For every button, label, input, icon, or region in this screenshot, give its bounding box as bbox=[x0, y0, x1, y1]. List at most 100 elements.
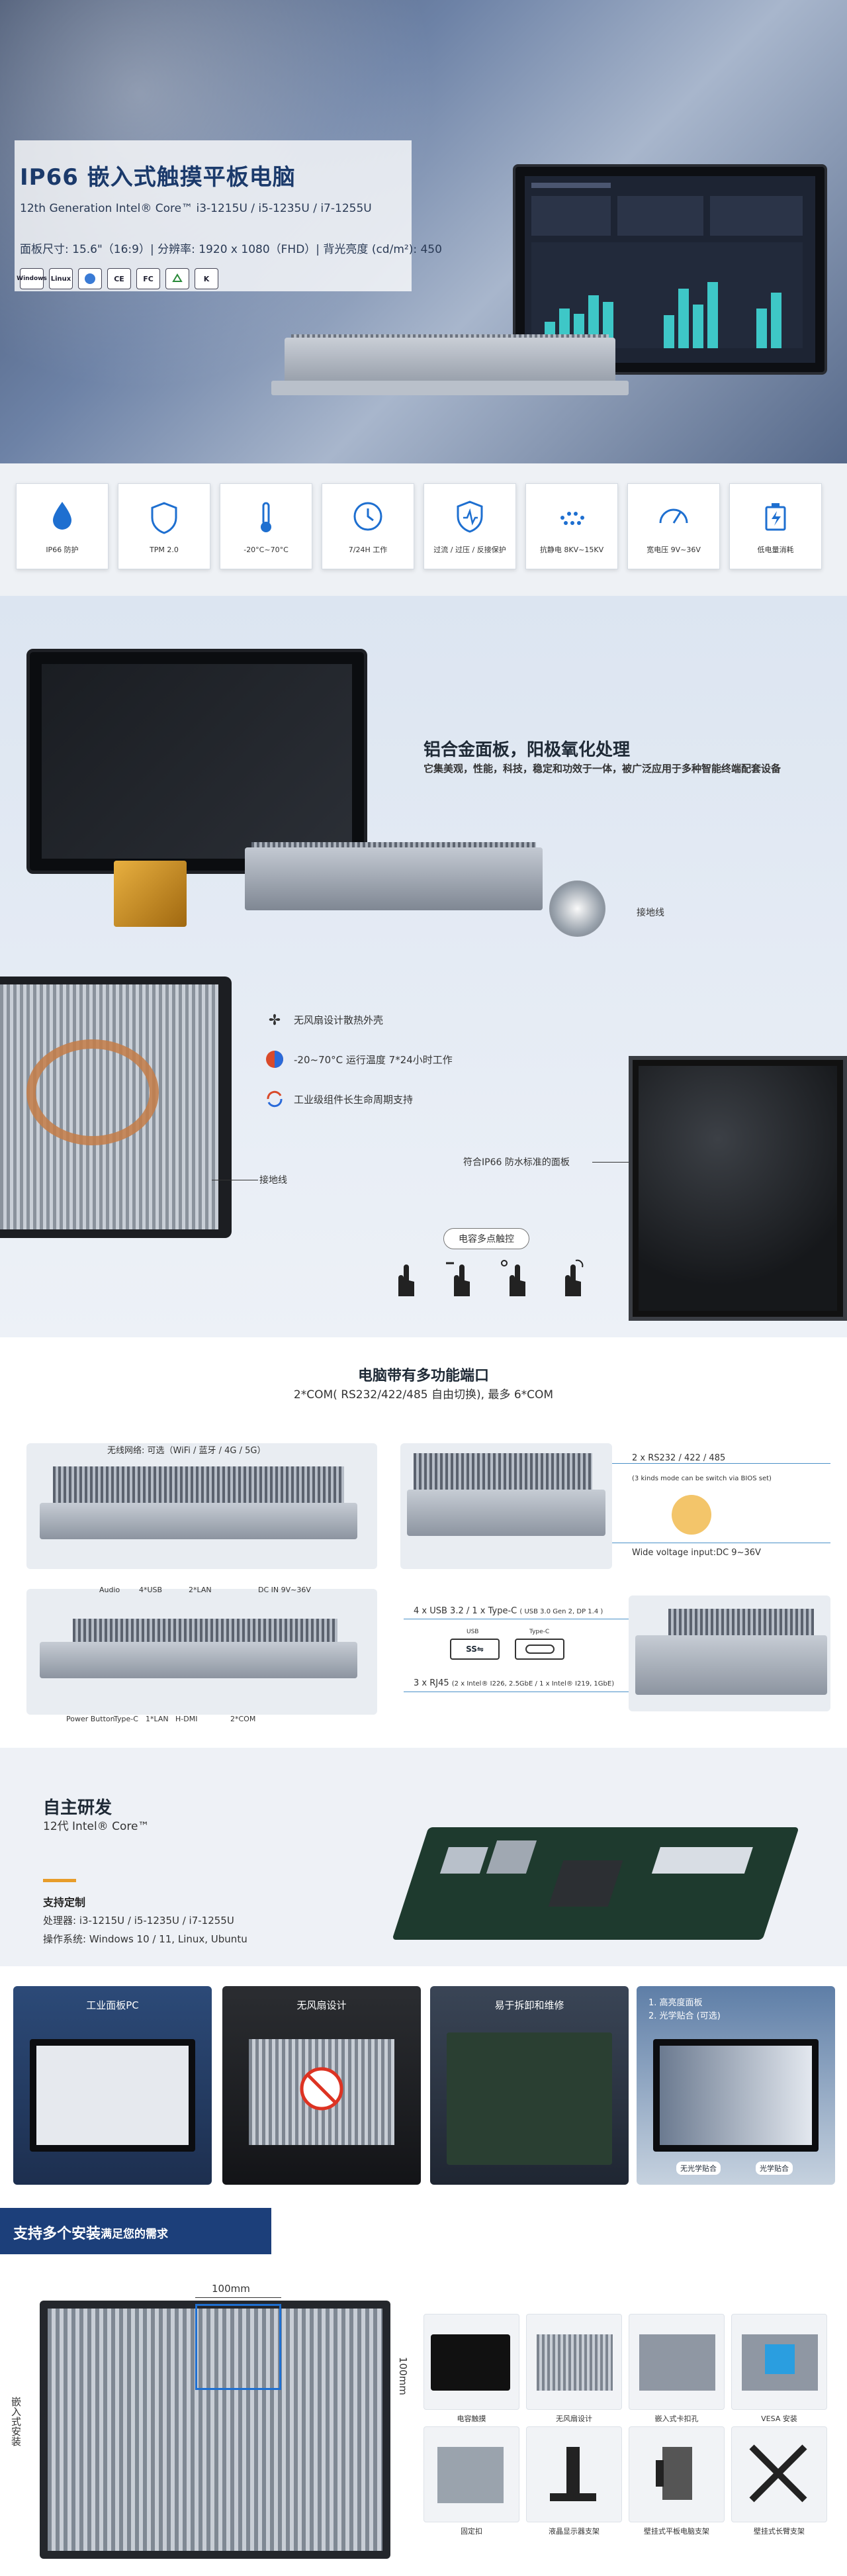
cooling-item-label: 无风扇设计散热外壳 bbox=[294, 1014, 384, 1026]
k-mark-badge: K bbox=[195, 268, 218, 289]
windows-badge: Windows bbox=[17, 268, 47, 289]
cooling-item-fanless: 无风扇设计散热外壳 bbox=[265, 1010, 383, 1029]
card-easy-repair: 易于拆卸和维修 bbox=[430, 1986, 629, 2185]
feature-label: TPM 2.0 bbox=[150, 545, 179, 554]
install-subtitle: 满足您的需求 bbox=[101, 2228, 168, 2241]
battery-icon bbox=[765, 503, 786, 531]
rd-os: 操作系统: Windows 10 / 11, Linux, Ubuntu bbox=[43, 1933, 247, 1945]
usb-label: 4*USB bbox=[139, 1586, 163, 1594]
feature-label: 低电量消耗 bbox=[757, 546, 794, 554]
caption-no-bonding: 无光学贴合 bbox=[676, 2162, 721, 2175]
pinch-gesture-icon bbox=[501, 1260, 525, 1296]
heat-pipe bbox=[26, 1039, 159, 1145]
card-title: 易于拆卸和维修 bbox=[494, 1999, 564, 2011]
com-fins bbox=[414, 1453, 592, 1493]
ip66-pointer bbox=[592, 1162, 632, 1163]
install-type-label: 无风扇设计 bbox=[556, 2414, 592, 2423]
rd-cpu: 处理器: i3-1215U / i5-1235U / i7-1255U bbox=[43, 1915, 234, 1927]
card-title: 工业面板PC bbox=[86, 1999, 139, 2011]
rain-surface bbox=[639, 1066, 837, 1311]
card-line-2: 2. 光学贴合 (可选) bbox=[648, 2011, 721, 2021]
usb-body bbox=[635, 1635, 827, 1695]
hero-pc-frame bbox=[271, 381, 629, 395]
usb-spec-text: 4 x USB 3.2 / 1 x Type-C bbox=[414, 1606, 517, 1616]
ports-title: 电脑带有多功能端口 bbox=[357, 1368, 489, 1384]
feature-tpm: TPM 2.0 bbox=[118, 483, 210, 569]
rj45-spec: 3 x RJ45 (2 x Intel® I226, 2.5GbE / 1 x … bbox=[414, 1678, 614, 1688]
cooling-item-lifecycle: 工业级组件长生命周期支持 bbox=[265, 1089, 413, 1109]
ground-label: 接地线 bbox=[637, 908, 664, 918]
install-tile-stand bbox=[526, 2426, 622, 2522]
voltage-icon bbox=[672, 1495, 711, 1535]
install-type-label: 电容触摸 bbox=[457, 2414, 486, 2423]
recycle-icon bbox=[165, 268, 189, 289]
rs-note: (3 kinds mode can be switch via BIOS set… bbox=[632, 1475, 772, 1482]
install-tile-fanless bbox=[526, 2314, 622, 2410]
install-tile-vesa bbox=[731, 2314, 827, 2410]
hdmi-label: H-DMI bbox=[175, 1715, 198, 1723]
com-label: 2*COM bbox=[230, 1715, 256, 1723]
aluminum-title: 铝合金面板，阳极氧化处理 bbox=[424, 740, 631, 760]
install-banner bbox=[0, 2208, 271, 2254]
feature-label: 抗静电 8KV~15KV bbox=[539, 546, 604, 554]
tap-gesture-icon bbox=[398, 1264, 414, 1296]
feature-label: IP66 防护 bbox=[46, 546, 79, 554]
aluminum-block-image bbox=[114, 861, 187, 927]
vesa-pattern bbox=[195, 2304, 281, 2390]
rj45-spec-text: 3 x RJ45 bbox=[414, 1678, 449, 1688]
shield-icon bbox=[151, 501, 177, 534]
install-tile-clip bbox=[424, 2426, 519, 2522]
cycle-icon bbox=[267, 1090, 283, 1108]
usb-ss-icon: SS⇋ bbox=[450, 1639, 500, 1660]
rd-accent-bar bbox=[43, 1879, 76, 1882]
multi-touch-pill: 电容多点触控 bbox=[443, 1228, 529, 1249]
usb-spec-note: ( USB 3.0 Gen 2, DP 1.4 ) bbox=[519, 1608, 603, 1615]
typec-icon-label: Type-C bbox=[529, 1629, 550, 1635]
feature-label: 宽电压 9V~36V bbox=[646, 546, 701, 554]
width-line bbox=[195, 2297, 281, 2298]
fan-icon bbox=[269, 1014, 281, 1026]
display-specs: 面板尺寸: 15.6"（16:9）| 分辨率: 1920 x 1080（FHD）… bbox=[20, 243, 442, 256]
install-type-label: 壁挂式长臂支架 bbox=[754, 2527, 805, 2536]
motherboard-image bbox=[392, 1827, 799, 1940]
install-type-label: 固定扣 bbox=[461, 2527, 482, 2536]
usb-spec: 4 x USB 3.2 / 1 x Type-C ( USB 3.0 Gen 2… bbox=[414, 1606, 603, 1616]
cooling-item-label: 工业级组件长生命周期支持 bbox=[294, 1093, 414, 1106]
install-tile-wall bbox=[629, 2426, 725, 2522]
linux-badge: Linux bbox=[49, 268, 73, 289]
gauge-icon bbox=[659, 508, 688, 524]
cooling-item-label: -20~70°C 运行温度 7*24小时工作 bbox=[294, 1053, 453, 1066]
temperature-icon bbox=[266, 1051, 283, 1068]
power-button-label: Power Button bbox=[66, 1715, 115, 1723]
processor-subtitle: 12th Generation Intel® Core™ i3-1215U / … bbox=[20, 202, 372, 215]
install-title: 支持多个安装 bbox=[13, 2226, 101, 2242]
rd-title: 自主研发 bbox=[43, 1798, 112, 1818]
io-view-fins bbox=[73, 1619, 337, 1645]
no-fan-icon bbox=[300, 2067, 343, 2111]
aluminum-description: 它集美观，性能，科技，稳定和功效于一体，被广泛应用于多种智能终端配套设备 bbox=[424, 763, 781, 775]
rs-pointer bbox=[612, 1463, 830, 1464]
feature-24h: 7/24H 工作 bbox=[322, 483, 414, 569]
ports-subtitle: 2*COM( RS232/422/485 自由切换), 最多 6*COM bbox=[293, 1388, 554, 1402]
height-dimension: 100mm bbox=[397, 2357, 409, 2395]
com-body bbox=[407, 1490, 605, 1536]
dcin-label: DC IN 9V~36V bbox=[258, 1586, 311, 1594]
rs-label: 2 x RS232 / 422 / 485 bbox=[632, 1453, 726, 1463]
page-title: IP66 嵌入式触摸平板电脑 bbox=[20, 164, 296, 191]
hero-text-panel bbox=[15, 140, 412, 291]
card-line-1: 1. 高亮度面板 bbox=[648, 1998, 703, 2008]
thermometer-icon bbox=[261, 502, 271, 532]
rd-subtitle: 12代 Intel® Core™ bbox=[43, 1820, 150, 1833]
ground-screw-icon bbox=[549, 881, 605, 937]
front-panel-monitor bbox=[26, 649, 367, 874]
static-icon bbox=[560, 512, 584, 525]
feature-protection: 过流 / 过压 / 反接保护 bbox=[424, 483, 516, 569]
rear-pc-body bbox=[245, 847, 543, 910]
feature-label: 7/24H 工作 bbox=[348, 546, 388, 554]
certification-badges: Windows Linux CE FC K bbox=[17, 268, 218, 289]
card-display: 1. 高亮度面板 2. 光学贴合 (可选) 无光学贴合 光学贴合 bbox=[637, 1986, 835, 2185]
install-type-label: 嵌入式卡扣孔 bbox=[654, 2414, 699, 2423]
lan1-label: 1*LAN bbox=[146, 1715, 169, 1723]
typec-label: Type-C bbox=[114, 1715, 138, 1723]
ubuntu-icon bbox=[78, 268, 102, 289]
